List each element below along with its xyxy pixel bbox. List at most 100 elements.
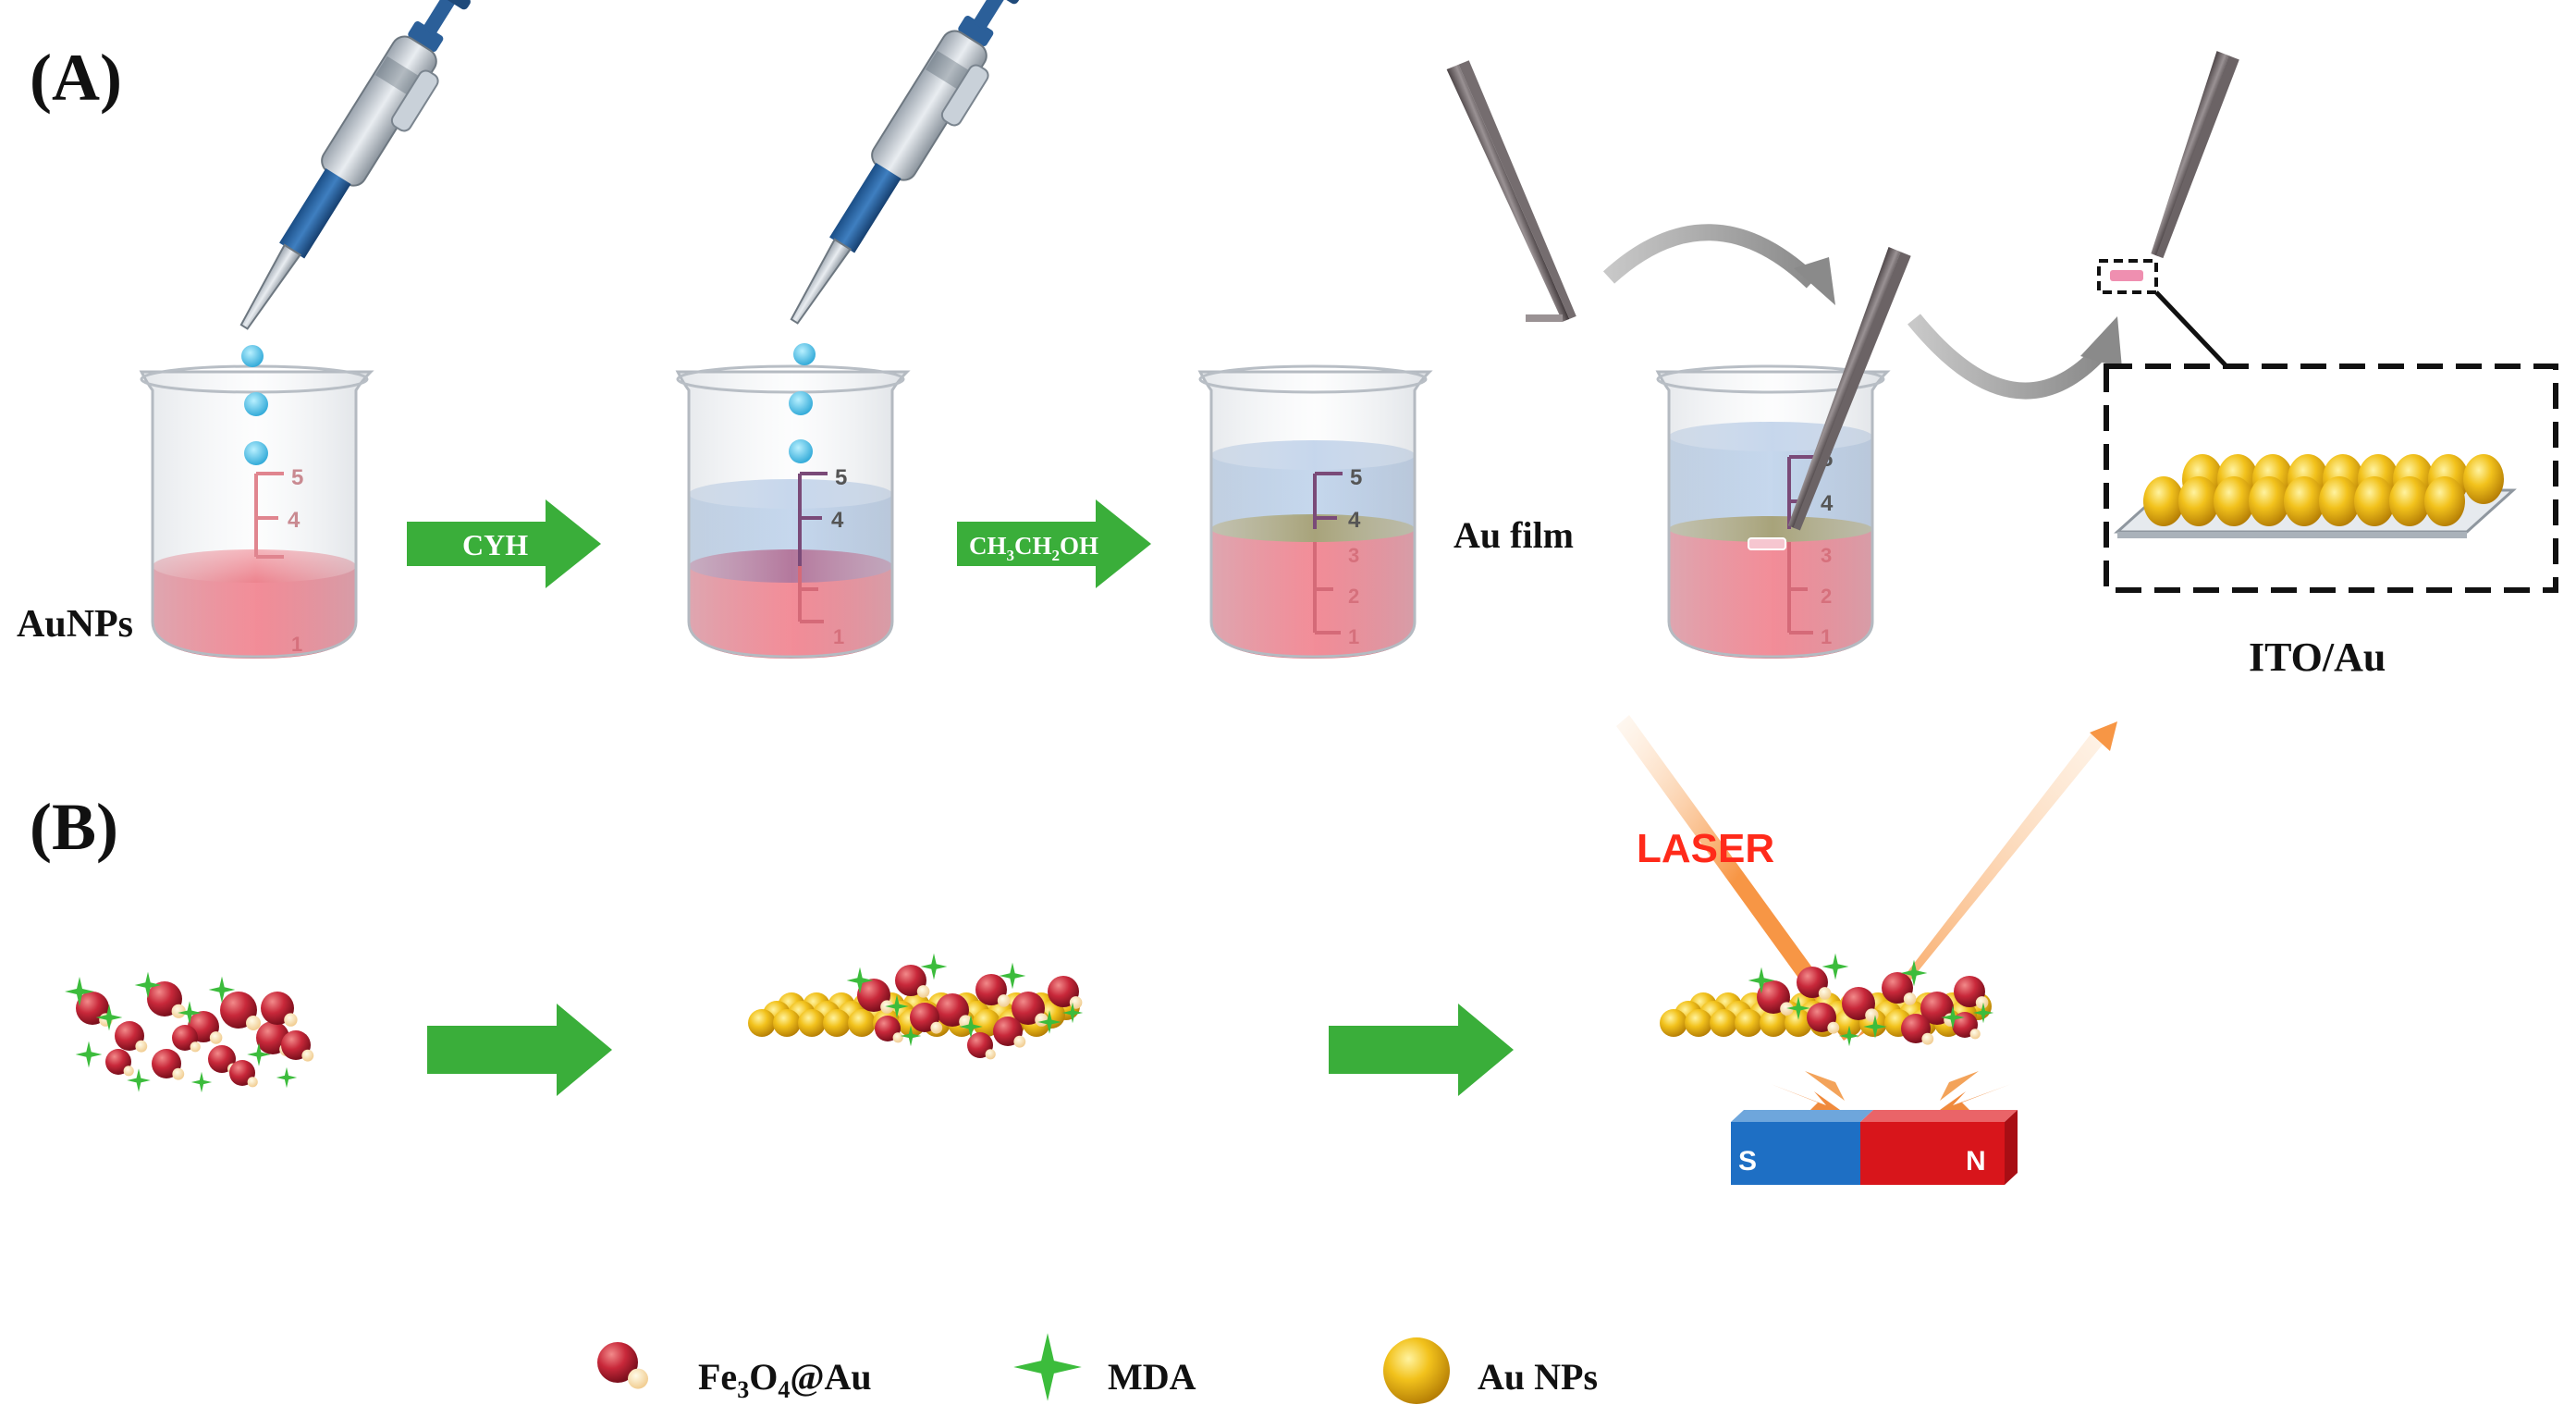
drop-icon [793, 343, 816, 365]
legend-fe-icon [597, 1342, 648, 1389]
au-nanoparticle [2319, 476, 2360, 526]
magnet [1731, 1110, 2018, 1185]
tick-5: 5 [1350, 465, 1362, 490]
tick-1: 1 [291, 633, 302, 656]
fe3o4-au-particle [115, 1021, 148, 1053]
legend-fe-label: Fe3O4@Au [698, 1356, 872, 1403]
ito-au-label: ITO/Au [2249, 635, 2386, 680]
legend: Fe3O4@Au MDA Au NPs [597, 1333, 1598, 1404]
tick-1: 1 [1348, 625, 1359, 648]
arrow-cyh-label: CYH [462, 528, 528, 561]
au-nanoparticle [1785, 1009, 1812, 1037]
magnetic-force-arrow [1805, 1071, 1845, 1101]
au-nanoparticle [2143, 476, 2184, 526]
pipette-icon [773, 0, 1037, 341]
fe3o4-au-particle [967, 1032, 996, 1060]
tick-2: 2 [1821, 585, 1832, 608]
tick-5: 5 [291, 465, 303, 490]
aunps-label: AuNPs [17, 603, 133, 646]
tick-1: 1 [833, 625, 844, 648]
beaker-3: 5 4 3 2 1 [1198, 364, 1431, 659]
au-nanoparticle [2354, 476, 2395, 526]
panel-b-label: (B) [30, 790, 118, 864]
tweezer-icon [1787, 247, 1911, 531]
au-film-label: Au film [1454, 514, 1574, 556]
au-nanoparticle [2214, 476, 2254, 526]
magnetic-force-arrow [1940, 1084, 2011, 1112]
zoom-connector [2154, 290, 2228, 368]
curved-arrow-icon [1602, 224, 1819, 289]
mda-molecule [190, 1071, 213, 1093]
laser-arrowhead [2090, 721, 2117, 751]
au-nanoparticle [2284, 476, 2325, 526]
fe3o4-au-particle [281, 1030, 314, 1062]
fe3o4-au-particle [220, 992, 261, 1030]
drop-icon [244, 392, 268, 416]
au-nanoparticle [2389, 476, 2430, 526]
fe3o4-au-particle [261, 992, 298, 1027]
tick-4: 4 [1348, 508, 1361, 533]
arrow-ethanol-label: CH3CH2OH [969, 532, 1098, 564]
tweezer-icon [1446, 60, 1576, 322]
magnet-north-label: N [1966, 1146, 1986, 1177]
tick-2: 2 [1348, 585, 1359, 608]
tick-3: 3 [1348, 544, 1359, 567]
curved-arrow-head [1794, 257, 1835, 305]
au-nanoparticle [748, 1009, 776, 1037]
arrow-step-1 [427, 1004, 612, 1096]
mda-molecule [75, 1041, 103, 1068]
particle-cluster [65, 971, 314, 1093]
au-nanoparticle [798, 1009, 826, 1037]
mda-molecule [276, 1066, 298, 1089]
au-nanoparticle [2178, 476, 2219, 526]
beaker-2: 5 4 1 [676, 364, 909, 659]
ito-au-particles [2143, 454, 2504, 526]
laser-beam-incident [1616, 715, 1858, 1041]
fe3o4-au-particle [895, 965, 930, 998]
au-nanoparticle [1760, 1009, 1787, 1037]
fe3o4-au-particle [105, 1049, 134, 1077]
panel-a-label: (A) [30, 41, 122, 115]
tick-4: 4 [831, 508, 844, 533]
legend-mda-icon [1013, 1333, 1082, 1401]
tick-4: 4 [1821, 491, 1834, 516]
tick-4: 4 [288, 508, 301, 533]
au-nanoparticle [773, 1009, 801, 1037]
tweezer-icon [2151, 51, 2239, 259]
tick-3: 3 [1821, 544, 1832, 567]
legend-mda-label: MDA [1108, 1356, 1196, 1398]
au-nanoparticle [823, 1009, 851, 1037]
arrow-step-2 [1329, 1004, 1514, 1096]
legend-au-label: Au NPs [1478, 1356, 1598, 1398]
beaker-1: 5 4 1 [140, 364, 373, 659]
ito-chip [2110, 270, 2143, 281]
magnetic-force-arrow [1771, 1084, 1840, 1112]
tick-5: 5 [835, 465, 847, 490]
magnetic-force-arrow [1940, 1071, 1979, 1101]
drop-icon [244, 441, 268, 465]
au-nanoparticle [1735, 1009, 1762, 1037]
au-nanoparticle [1710, 1009, 1737, 1037]
pipette-icon [223, 0, 486, 347]
legend-au-icon [1383, 1337, 1450, 1404]
au-nanoparticle [2424, 476, 2465, 526]
tweezer-tip [1526, 314, 1563, 322]
drop-icon [789, 439, 813, 463]
au-nanoparticle [848, 1009, 876, 1037]
laser-label: LASER [1637, 826, 1774, 871]
magnet-south-label: S [1738, 1146, 1757, 1177]
au-nanoparticle [2463, 454, 2504, 504]
au-nanoparticle [1660, 1009, 1687, 1037]
fe3o4-au-particle [229, 1060, 258, 1088]
beaker-4: 5 4 3 2 1 [1656, 364, 1889, 659]
au-nanoparticle [2249, 476, 2289, 526]
curved-arrow-icon [1907, 314, 2107, 400]
laser-beam-reflected [1857, 731, 2106, 1038]
drop-icon [241, 345, 264, 367]
zoom-box-large [2104, 363, 2558, 593]
fe3o4-au-particle [152, 1049, 185, 1080]
au-nanoparticle [1685, 1009, 1712, 1037]
curved-arrow-head [2080, 316, 2122, 368]
tick-1: 1 [1821, 625, 1832, 648]
